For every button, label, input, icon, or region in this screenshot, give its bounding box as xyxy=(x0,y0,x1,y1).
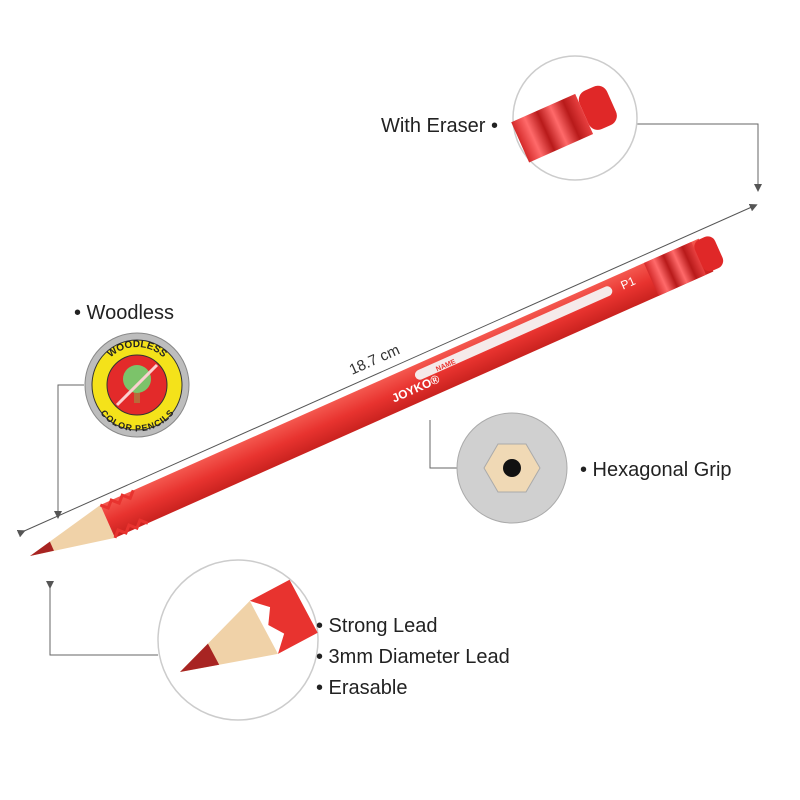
woodless-leader-line xyxy=(54,384,84,519)
pencil-ferrule xyxy=(643,241,707,296)
eraser-leader-line xyxy=(637,123,762,192)
pencil-wood-tip xyxy=(30,504,115,556)
pencil xyxy=(30,236,724,556)
feature-hexagonal-grip: • Hexagonal Grip xyxy=(580,459,732,481)
woodless-badge: WOODLESS COLOR PENCILS xyxy=(84,332,190,438)
dimension-label: 18.7 cm xyxy=(347,341,403,378)
pencil-name-field xyxy=(414,286,613,380)
hexagon-detail-circle xyxy=(456,412,568,524)
feature-strong-lead: • Strong Lead xyxy=(316,615,438,637)
hexagon-leader-line xyxy=(429,420,458,469)
feature-lead-diameter: • 3mm Diameter Lead xyxy=(316,646,510,668)
feature-woodless: • Woodless xyxy=(74,302,175,324)
pencil-lead xyxy=(30,541,54,556)
tree-icon xyxy=(134,385,140,403)
tip-detail-circle xyxy=(157,559,319,721)
feature-erasable: • Erasable xyxy=(316,677,408,699)
tip-leader-line xyxy=(46,581,158,656)
pencil-model: P1 xyxy=(619,274,638,293)
feature-eraser: With Eraser • xyxy=(380,115,498,137)
dimension-line xyxy=(16,203,758,538)
pencil-eraser xyxy=(694,236,724,272)
eraser-detail-circle xyxy=(511,55,638,181)
